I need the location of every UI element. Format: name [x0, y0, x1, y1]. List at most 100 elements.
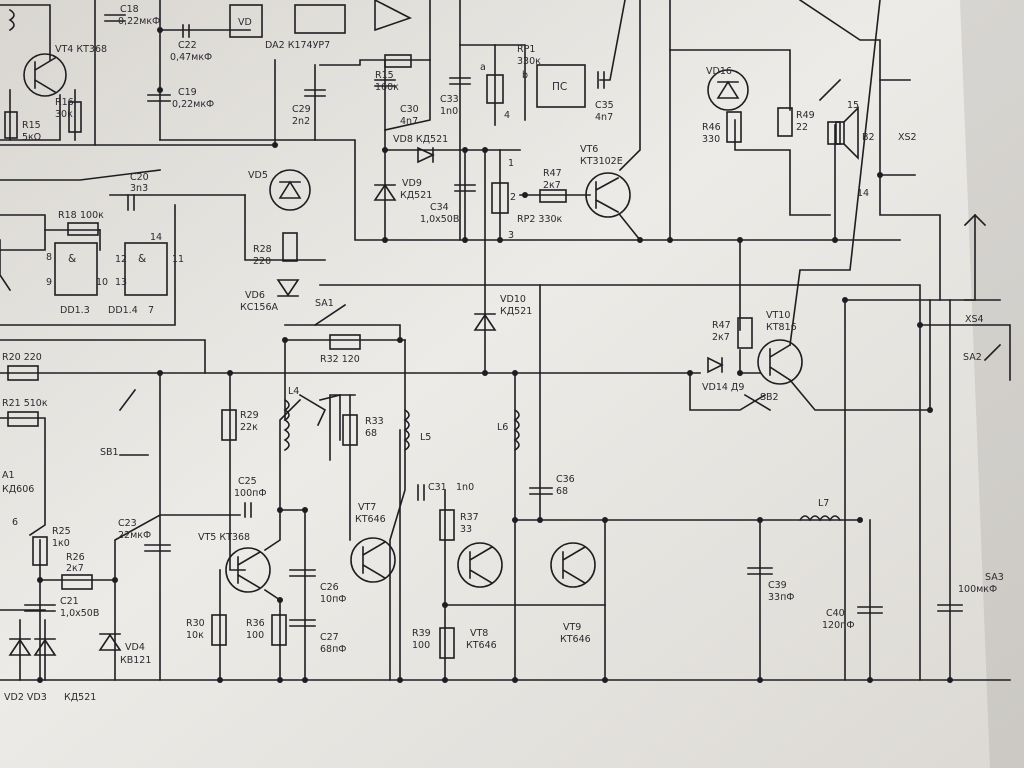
label-c29: C29 — [292, 104, 311, 115]
inductors — [8, 8, 842, 522]
label-c31: C31 — [428, 482, 447, 493]
label-pin8: 8 — [46, 252, 52, 263]
label-vt4: VT4 КТ368 — [55, 44, 107, 55]
label-pin14b: 14 — [150, 232, 162, 243]
label-r49-value: 22 — [796, 122, 808, 133]
label-dd14: DD1.4 — [108, 305, 138, 316]
label-r25: R25 — [52, 526, 71, 537]
label-c23: C23 — [118, 518, 137, 529]
label-r47b: R47 — [712, 320, 731, 331]
label-r28-value: 220 — [253, 256, 271, 267]
capacitors — [24, 14, 963, 627]
label-vt6: VT6 — [580, 144, 598, 155]
label-rp1-value: 330к — [517, 56, 541, 67]
label-c25-value: 100пФ — [234, 488, 267, 499]
label-c18-value: 0,22мкФ — [118, 16, 160, 27]
label-vd8: VD8 КД521 — [393, 134, 448, 145]
label-r49: R49 — [796, 110, 815, 121]
label-sb2: SB2 — [760, 392, 779, 403]
label-r30-value: 10к — [186, 630, 204, 641]
label-vd4: VD4 — [125, 642, 145, 653]
label-vd2-vd3: VD2 VD3 — [4, 692, 47, 703]
label-vd9-value: КД521 — [400, 190, 432, 201]
label-r33-value: 68 — [365, 428, 377, 439]
label-r15: R15 — [22, 120, 41, 131]
label-c41-value: 100мкФ — [958, 584, 997, 595]
label-c20: C20 — [130, 172, 149, 183]
label-a1: A1 — [2, 470, 15, 481]
label-c36-value: 68 — [556, 486, 568, 497]
label-r28: R28 — [253, 244, 272, 255]
label-and-13: & — [68, 253, 76, 265]
label-c21: C21 — [60, 596, 79, 607]
label-pc: ПС — [552, 81, 567, 93]
label-c40: C40 — [826, 608, 845, 619]
label-pin7: 7 — [148, 305, 154, 316]
label-pin4: 4 — [504, 110, 510, 121]
label-r47: R47 — [543, 168, 562, 179]
label-r15-value: 5кΩ — [22, 132, 41, 143]
label-pin10: 10 — [96, 277, 108, 288]
label-pin12: 12 — [115, 254, 127, 265]
component-labels: C18 0,22мкФ C22 0,47мкФ C19 0,22мкФ DA2 … — [2, 4, 1004, 703]
label-r15b: R15 — [375, 70, 394, 81]
label-r33: R33 — [365, 416, 384, 427]
label-c30-value: 4n7 — [400, 116, 418, 127]
label-r37-value: 33 — [460, 524, 472, 535]
label-r20: R20 220 — [2, 352, 42, 363]
label-vd6: VD6 — [245, 290, 265, 301]
label-vt10-value: КТ816 — [766, 322, 797, 333]
label-b2: B2 — [862, 132, 875, 143]
label-c34-value: 1,0x50В — [420, 214, 459, 225]
label-c19-value: 0,22мкФ — [172, 99, 214, 110]
label-vt7: VT7 — [358, 502, 376, 513]
label-r39-value: 100 — [412, 640, 430, 651]
label-pin1: 1 — [508, 158, 514, 169]
label-vd16: VD16 — [706, 66, 732, 77]
label-c36: C36 — [556, 474, 575, 485]
label-pin2: 2 — [510, 192, 516, 203]
label-c27: C27 — [320, 632, 339, 643]
label-pin3: 3 — [508, 230, 514, 241]
label-vt9-value: КТ646 — [560, 634, 591, 645]
label-vt5: VT5 КТ368 — [198, 532, 250, 543]
page-edge-shadow — [960, 0, 1024, 768]
label-vd4-value: КВ121 — [120, 655, 151, 666]
label-sa3: SA3 — [985, 572, 1004, 583]
label-c35-value: 4n7 — [595, 112, 613, 123]
label-r47-value: 2к7 — [543, 180, 561, 191]
label-r29: R29 — [240, 410, 259, 421]
label-c31-value: 1n0 — [456, 482, 474, 493]
label-c21-value: 1,0x50В — [60, 608, 99, 619]
label-vt7-value: КТ646 — [355, 514, 386, 525]
label-l5: L5 — [420, 432, 431, 443]
label-pin-a: a — [480, 62, 486, 73]
label-r29-value: 22к — [240, 422, 258, 433]
resistors — [4, 54, 841, 659]
label-c26-value: 10пФ — [320, 594, 346, 605]
transistors — [23, 53, 803, 593]
label-c27-value: 68пФ — [320, 644, 346, 655]
label-c26: C26 — [320, 582, 339, 593]
label-vd5: VD5 — [248, 170, 268, 181]
label-pin6: 6 — [12, 517, 18, 528]
label-vd-block: VD — [238, 17, 252, 28]
label-r36-value: 100 — [246, 630, 264, 641]
label-r15b-value: 160к — [375, 82, 399, 93]
label-pin-b: b — [522, 70, 528, 81]
label-pin11: 11 — [172, 254, 184, 265]
label-vt8-value: КТ646 — [466, 640, 497, 651]
label-vd14: VD14 Д9 — [702, 382, 744, 393]
label-c34: C34 — [430, 202, 449, 213]
label-and-14: & — [138, 253, 146, 265]
label-l6: L6 — [497, 422, 508, 433]
label-rp2: RP2 330к — [517, 214, 563, 225]
label-r47b-value: 2к7 — [712, 332, 730, 343]
label-r30: R30 — [186, 618, 205, 629]
label-pin15: 15 — [847, 100, 859, 111]
label-c22-value: 0,47мкФ — [170, 52, 212, 63]
label-r18: R18 — [58, 210, 77, 221]
label-c23-value: 22мкФ — [118, 530, 151, 541]
diodes — [8, 146, 724, 656]
